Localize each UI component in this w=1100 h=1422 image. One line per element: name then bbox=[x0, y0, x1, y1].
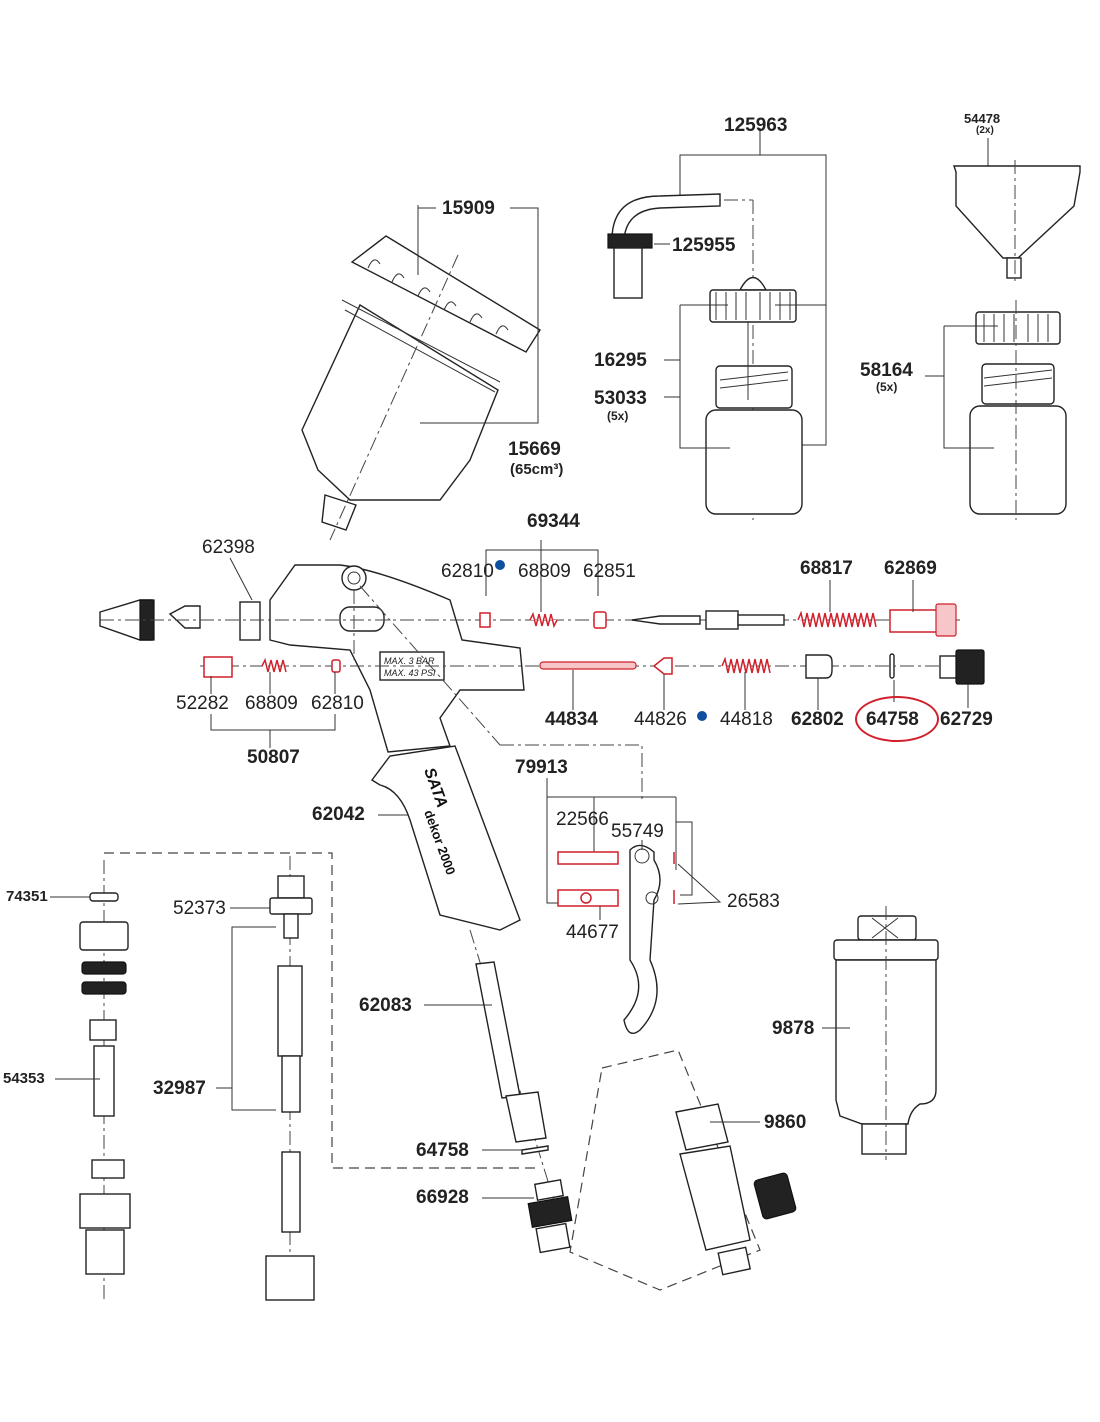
part-label-62802: 62802 bbox=[791, 709, 844, 730]
paint-cup-drawing bbox=[301, 235, 541, 541]
part-label-64758-bottom: 64758 bbox=[416, 1140, 469, 1161]
part-label-55749: 55749 bbox=[611, 821, 664, 842]
part-label-44677: 44677 bbox=[566, 922, 619, 943]
part-label-53033: 53033 bbox=[594, 388, 647, 409]
part-label-68817: 68817 bbox=[800, 558, 853, 579]
part-label-125955: 125955 bbox=[672, 235, 736, 256]
part-capacity-15669: (65cm³) bbox=[510, 461, 564, 478]
part-label-64758-top: 64758 bbox=[866, 709, 919, 730]
blue-dot-marker bbox=[495, 560, 505, 570]
part-label-74351: 74351 bbox=[6, 888, 48, 905]
part-label-79913: 79913 bbox=[515, 757, 568, 778]
part-label-68809-top: 68809 bbox=[518, 561, 571, 582]
part-label-54353: 54353 bbox=[3, 1070, 45, 1087]
highlight-circle bbox=[855, 696, 939, 742]
part-label-62851: 62851 bbox=[583, 561, 636, 582]
part-label-52373: 52373 bbox=[173, 898, 226, 919]
part-label-22566: 22566 bbox=[556, 809, 609, 830]
part-label-62810-top: 62810 bbox=[441, 561, 494, 582]
part-label-62810-bottom: 62810 bbox=[311, 693, 364, 714]
part-label-62869: 62869 bbox=[884, 558, 937, 579]
part-label-9878: 9878 bbox=[772, 1018, 815, 1039]
part-label-16295: 16295 bbox=[594, 350, 647, 371]
part-label-50807: 50807 bbox=[247, 747, 300, 768]
pressure-plate-line2: MAX. 43 PSI bbox=[384, 668, 436, 678]
part-label-44818: 44818 bbox=[720, 709, 773, 730]
part-label-44834: 44834 bbox=[545, 709, 598, 730]
part-qty-58164: (5x) bbox=[876, 380, 898, 394]
part-label-54478: 54478 bbox=[964, 111, 1001, 126]
part-label-15909: 15909 bbox=[442, 198, 495, 219]
part-label-62398: 62398 bbox=[202, 537, 255, 558]
part-label-125963: 125963 bbox=[724, 115, 788, 136]
part-label-69344: 69344 bbox=[527, 511, 580, 532]
part-label-66928: 66928 bbox=[416, 1187, 469, 1208]
part-label-32987: 32987 bbox=[153, 1078, 206, 1099]
part-label-62083: 62083 bbox=[359, 995, 412, 1016]
part-label-9860: 9860 bbox=[764, 1112, 807, 1133]
pressure-plate-line1: MAX. 3 BAR bbox=[384, 656, 435, 666]
blue-dot-marker bbox=[697, 711, 707, 721]
part-label-68809-bottom: 68809 bbox=[245, 693, 298, 714]
part-label-15669: 15669 bbox=[508, 439, 561, 460]
part-qty-54478: (2x) bbox=[976, 125, 994, 136]
part-label-58164: 58164 bbox=[860, 360, 913, 381]
part-label-62729: 62729 bbox=[940, 709, 993, 730]
part-label-52282: 52282 bbox=[176, 693, 229, 714]
part-label-26583: 26583 bbox=[727, 891, 780, 912]
part-qty-53033: (5x) bbox=[607, 409, 629, 423]
part-label-44826: 44826 bbox=[634, 709, 687, 730]
part-label-62042: 62042 bbox=[312, 804, 365, 825]
